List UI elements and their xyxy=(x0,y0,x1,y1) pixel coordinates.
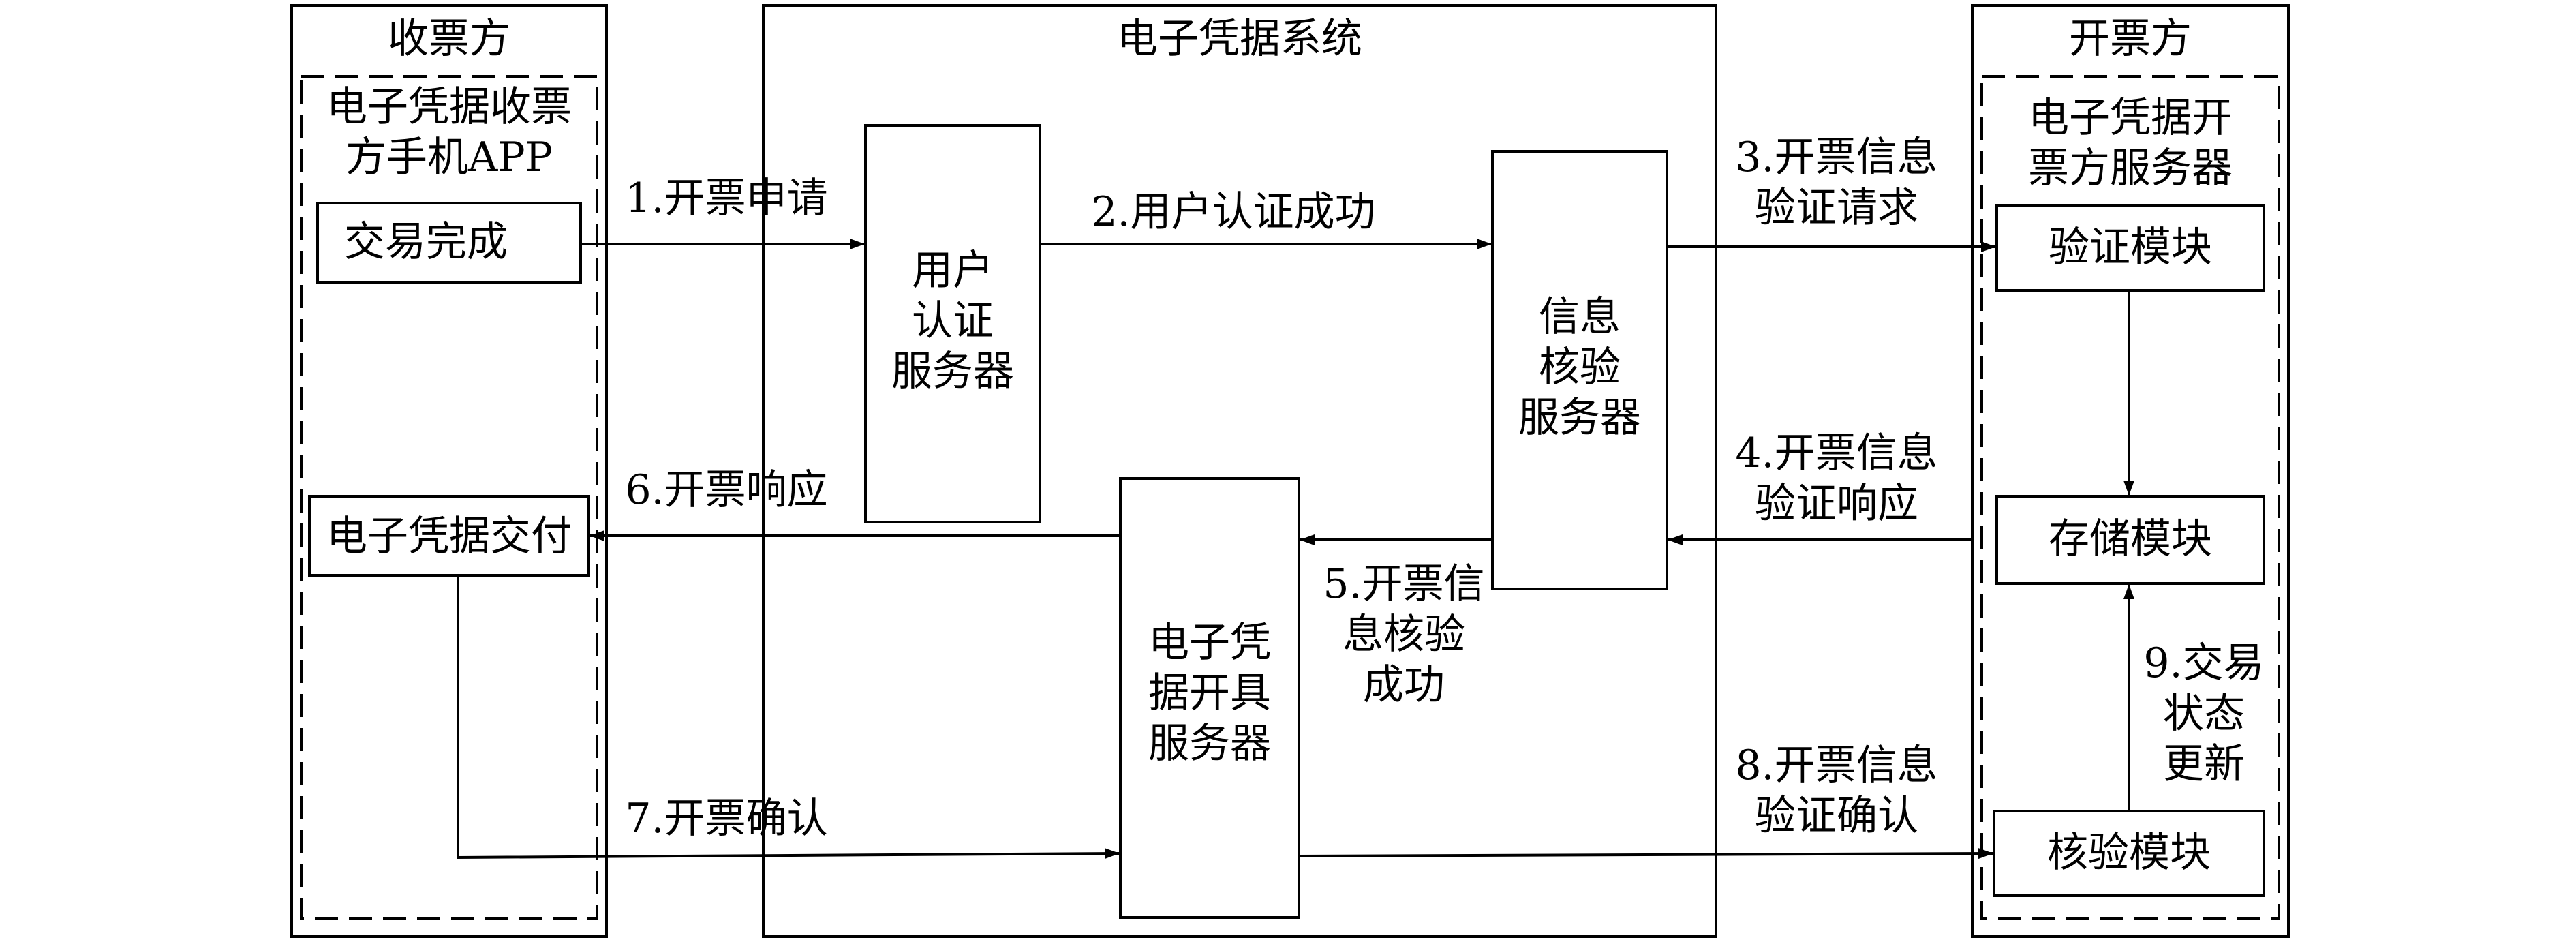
receiver-title: 收票方 xyxy=(388,15,510,63)
step6-label: 6.开票响应 xyxy=(625,466,828,514)
receiver-app-group xyxy=(300,75,598,920)
voucher-delivery-box xyxy=(308,495,590,577)
step2-label: 2.用户认证成功 xyxy=(1091,188,1376,236)
issuer-server-group xyxy=(1980,75,2280,920)
step8-label: 8.开票信息 验证确认 xyxy=(1735,742,1938,840)
issue-server-box xyxy=(1119,477,1300,919)
receiver-app-label: 电子凭据收票 方手机APP xyxy=(326,83,572,181)
auth-server-label: 用户 认证 服务器 xyxy=(891,247,1014,395)
arrow-step7 xyxy=(457,575,1120,860)
voucher-delivery-label: 电子凭据交付 xyxy=(326,513,572,560)
step5-label: 5.开票信 息核验 成功 xyxy=(1323,560,1485,709)
check-module-label: 核验模块 xyxy=(2047,829,2211,877)
validation-module-label: 验证模块 xyxy=(2049,224,2212,271)
issue-server-label: 电子凭 据开具 服务器 xyxy=(1148,619,1271,768)
transaction-complete-label: 交易完成 xyxy=(344,218,508,266)
issuer-panel xyxy=(1971,4,2290,938)
system-title: 电子凭据系统 xyxy=(1117,15,1362,63)
issuer-server-label: 电子凭据开 票方服务器 xyxy=(2028,94,2233,192)
step9-label: 9.交易 状态 更新 xyxy=(2143,639,2265,788)
receiver-panel xyxy=(290,4,608,938)
step1-label: 1.开票申请 xyxy=(625,174,828,222)
verify-server-label: 信息 核验 服务器 xyxy=(1518,293,1641,442)
storage-module-label: 存储模块 xyxy=(2049,515,2212,563)
issuer-title: 开票方 xyxy=(2069,15,2192,63)
arrow-step8 xyxy=(1297,848,1993,860)
verify-server-box xyxy=(1491,150,1668,590)
step4-label: 4.开票信息 验证响应 xyxy=(1735,429,1938,528)
step7-label: 7.开票确认 xyxy=(625,795,828,842)
auth-server-box xyxy=(864,124,1041,523)
storage-module-box xyxy=(1995,495,2265,585)
step3-label: 3.开票信息 验证请求 xyxy=(1735,134,1938,232)
system-panel xyxy=(762,4,1717,938)
